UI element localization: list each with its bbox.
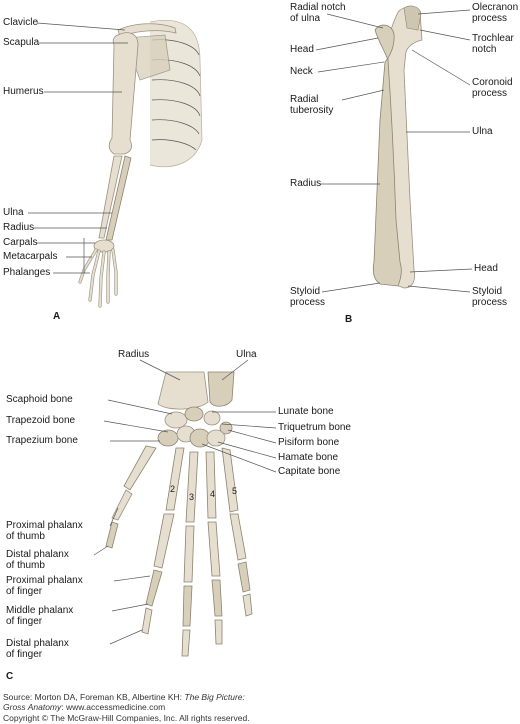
label-distal-phalanx-thumb: Distal phalanx of thumb xyxy=(6,549,69,571)
label-scaphoid-bone: Scaphoid bone xyxy=(6,394,73,405)
label-proximal-phalanx-thumb: Proximal phalanx of thumb xyxy=(6,520,83,542)
metacarpal-number-5: 5 xyxy=(232,486,237,496)
source-line-2: Gross Anatomy: www.accessmedicine.com xyxy=(3,702,166,712)
label-radius-head: Head xyxy=(290,44,314,55)
label-scapula: Scapula xyxy=(3,37,40,48)
label-trapezium-bone: Trapezium bone xyxy=(6,435,78,446)
label-ulna-c: Ulna xyxy=(236,349,257,360)
label-distal-phalanx-finger: Distal phalanx of finger xyxy=(6,638,69,660)
label-radial-tuberosity: Radial tuberosity xyxy=(290,94,334,116)
label-trochlear-notch: Trochlear notch xyxy=(472,33,514,55)
label-humerus: Humerus xyxy=(3,86,44,97)
hand-wrist-icon xyxy=(105,371,253,657)
label-ulna-head: Head xyxy=(474,263,498,274)
panel-letter-a: A xyxy=(53,311,61,322)
label-radius-b: Radius xyxy=(290,178,322,189)
source-line-1: Source: Morton DA, Foreman KB, Albertine… xyxy=(3,692,245,702)
label-triquetrum-bone: Triquetrum bone xyxy=(278,422,351,433)
label-proximal-phalanx-finger: Proximal phalanx of finger xyxy=(6,575,83,597)
label-hamate-bone: Hamate bone xyxy=(278,452,339,463)
upper-limb-skeleton-icon xyxy=(78,20,203,308)
label-carpals: Carpals xyxy=(3,237,38,248)
panel-letter-b: B xyxy=(345,314,353,325)
metacarpal-number-2: 2 xyxy=(170,484,175,494)
label-metacarpals: Metacarpals xyxy=(3,251,58,262)
label-radius: Radius xyxy=(3,222,35,233)
radius-ulna-icon xyxy=(372,5,423,289)
label-ulna-styloid: Styloid process xyxy=(472,286,508,308)
label-ulna-b: Ulna xyxy=(472,126,493,137)
label-radius-neck: Neck xyxy=(290,66,313,77)
copyright-line: Copyright © The McGraw-Hill Companies, I… xyxy=(3,713,250,723)
label-radius-styloid: Styloid process xyxy=(290,286,326,308)
label-trapezoid-bone: Trapezoid bone xyxy=(6,415,76,426)
metacarpal-number-4: 4 xyxy=(210,489,215,499)
label-clavicle: Clavicle xyxy=(3,17,39,28)
label-ulna: Ulna xyxy=(3,207,24,218)
panel-letter-c: C xyxy=(6,671,14,682)
label-coronoid-process: Coronoid process xyxy=(472,77,513,99)
label-capitate-bone: Capitate bone xyxy=(278,466,341,477)
label-radius-c: Radius xyxy=(118,349,150,360)
label-pisiform-bone: Pisiform bone xyxy=(278,437,340,448)
label-radial-notch-of-ulna: Radial notch of ulna xyxy=(290,2,346,24)
label-lunate-bone: Lunate bone xyxy=(278,406,334,417)
label-olecranon-process: Olecranon process xyxy=(472,2,519,24)
label-phalanges: Phalanges xyxy=(3,267,51,278)
metacarpal-number-3: 3 xyxy=(189,492,194,502)
label-middle-phalanx-finger: Middle phalanx of finger xyxy=(6,605,74,627)
